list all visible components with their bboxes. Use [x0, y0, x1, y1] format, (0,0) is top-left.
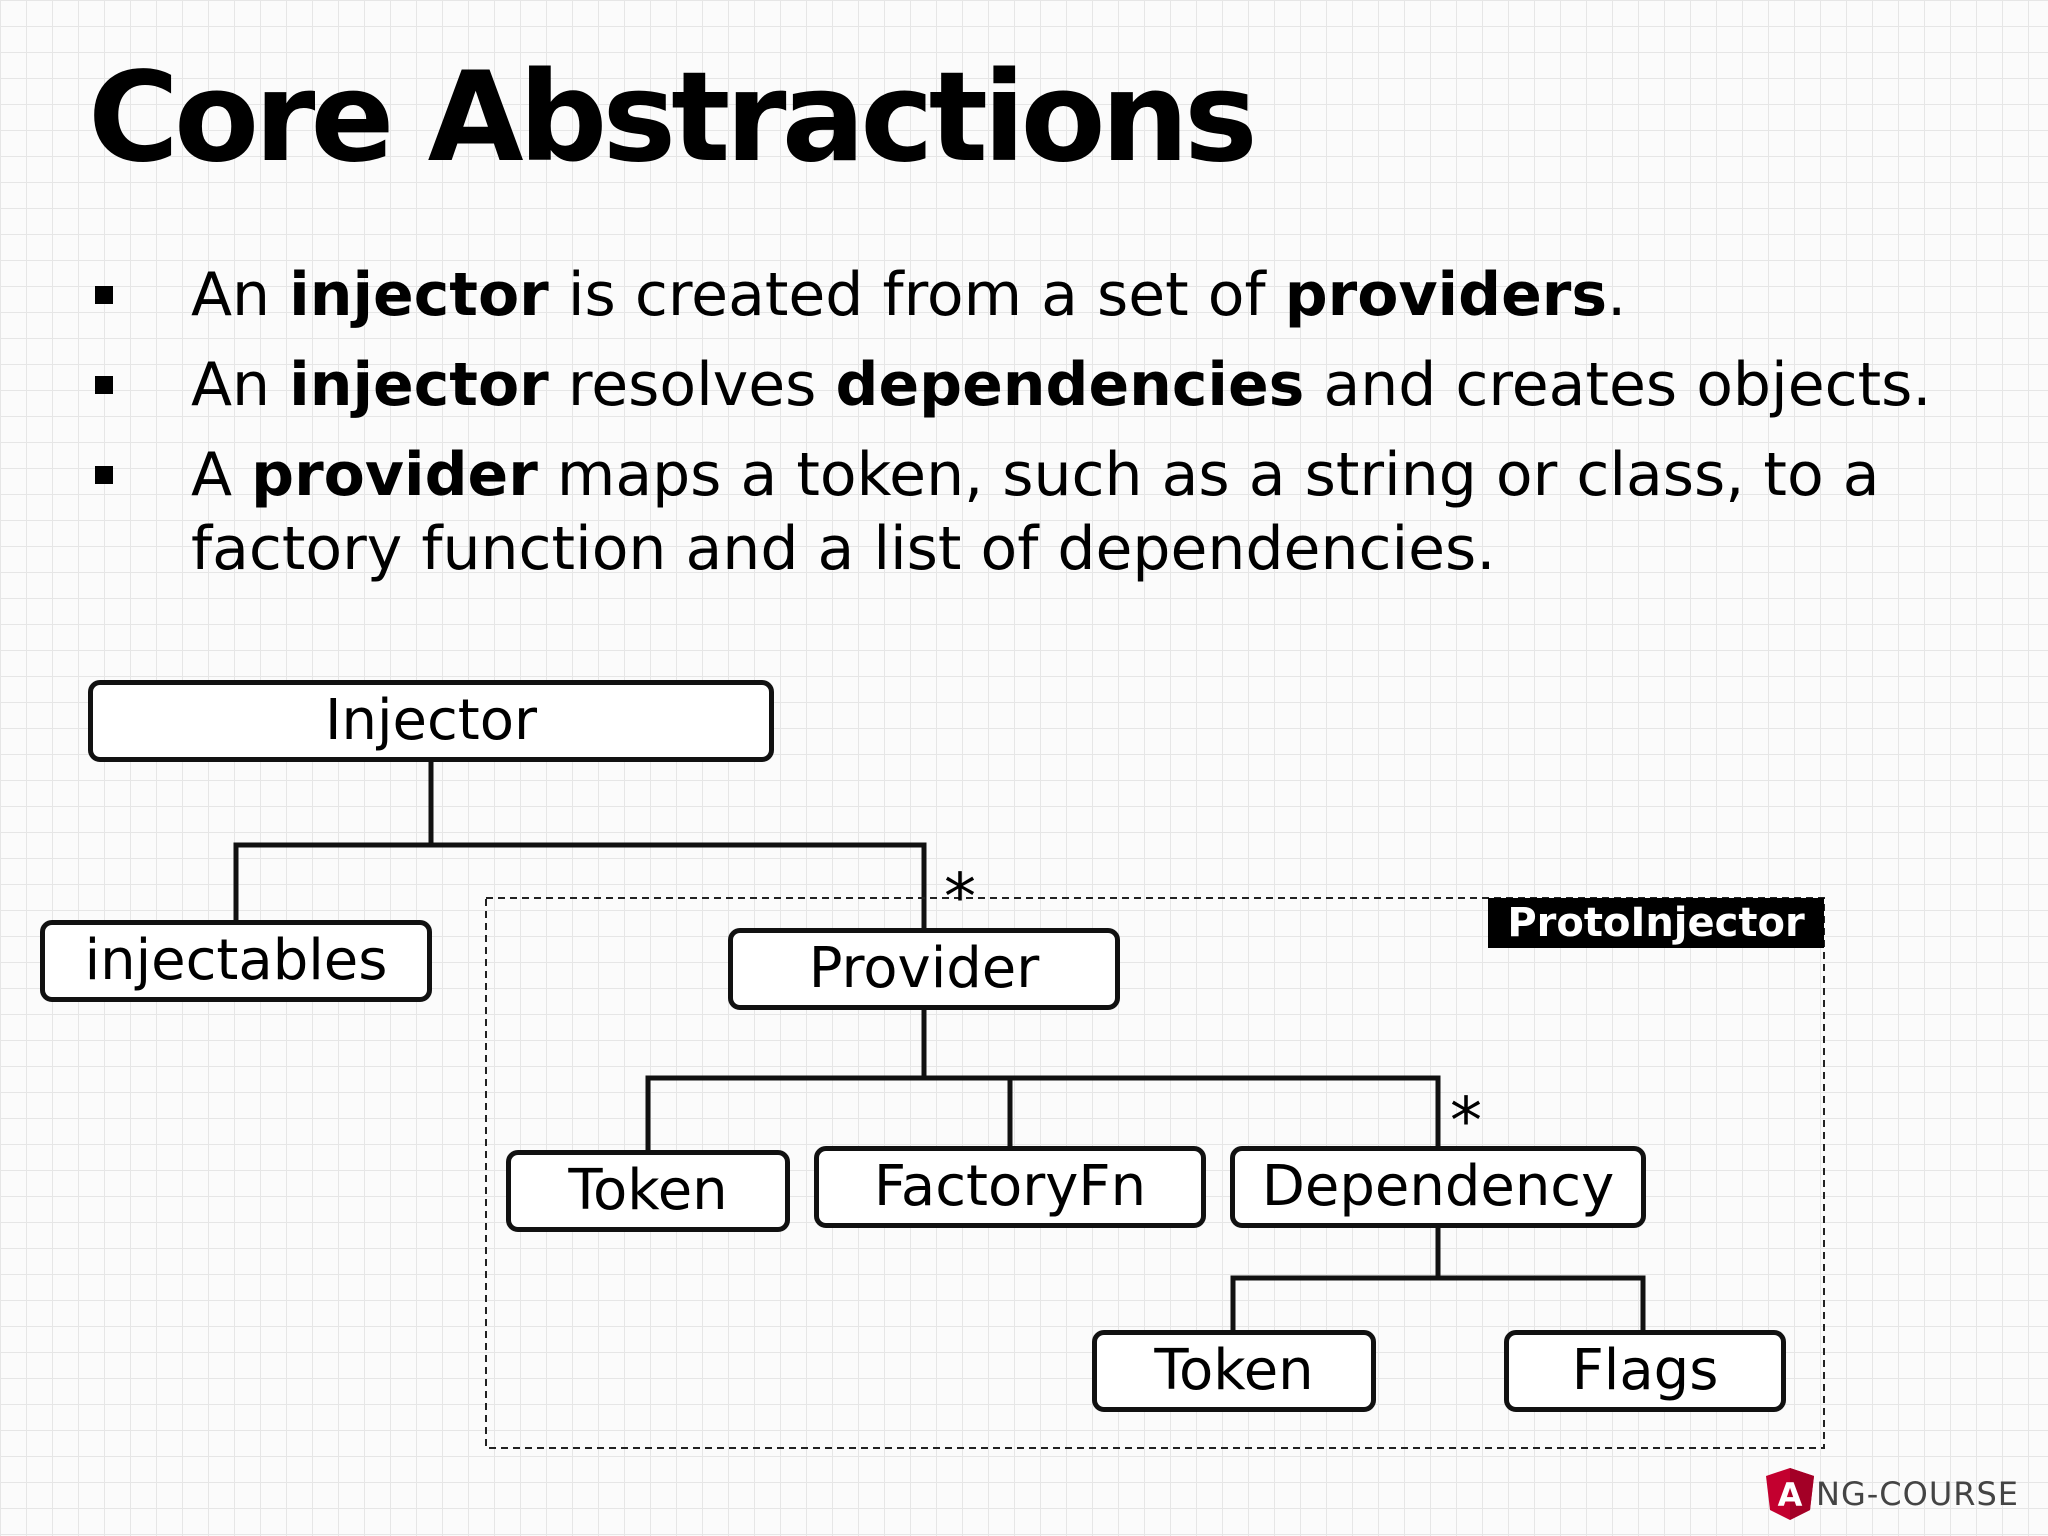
logo-letter: A [1778, 1476, 1803, 1514]
provider-node: Provider [728, 928, 1120, 1010]
bullet-text: A provider maps a token, such as a strin… [191, 440, 1880, 584]
ng-course-logo: A NG-COURSE [1764, 1466, 2019, 1522]
slide-title: Core Abstractions [88, 46, 1258, 190]
injector-node: Injector [88, 680, 774, 762]
bullet-run: An [191, 350, 290, 420]
dep-token-node: Token [1092, 1330, 1376, 1412]
factoryfn-node: FactoryFn [814, 1146, 1206, 1228]
flags-node: Flags [1504, 1330, 1786, 1412]
bullet-list: An injector is created from a set of pro… [88, 258, 1988, 602]
logo-text: NG-COURSE [1816, 1475, 2019, 1513]
bullet-emphasis: injector [289, 350, 549, 420]
bullet-emphasis: injector [289, 260, 549, 330]
dependency-node: Dependency [1230, 1146, 1646, 1228]
bullet-item: An injector resolves dependencies and cr… [88, 348, 1988, 422]
square-bullet-icon [95, 286, 113, 304]
bullet-emphasis: providers [1284, 260, 1608, 330]
bullet-run: resolves [548, 350, 836, 420]
provider-multiplicity: * [944, 861, 976, 935]
bullet-emphasis: provider [251, 440, 538, 510]
bullet-text: An injector resolves dependencies and cr… [191, 350, 1931, 420]
bullet-run: maps a token, such as a string or class,… [191, 440, 1880, 584]
bullet-item: An injector is created from a set of pro… [88, 258, 1988, 332]
bullet-run: and creates objects. [1304, 350, 1932, 420]
bullet-run: A [191, 440, 252, 510]
injectables-node: injectables [40, 920, 432, 1002]
bullet-emphasis: dependencies [835, 350, 1305, 420]
protoinjector-label: ProtoInjector [1488, 898, 1824, 948]
dependency-multiplicity: * [1450, 1085, 1482, 1159]
token-node: Token [506, 1150, 790, 1232]
bullet-item: A provider maps a token, such as a strin… [88, 438, 1988, 586]
bullet-text: An injector is created from a set of pro… [191, 260, 1626, 330]
bullet-run: is created from a set of [548, 260, 1285, 330]
square-bullet-icon [95, 466, 113, 484]
angular-shield-icon: A [1766, 1468, 1814, 1520]
bullet-run: An [191, 260, 290, 330]
protoinjector-boundary [485, 897, 1825, 1449]
square-bullet-icon [95, 376, 113, 394]
bullet-run: . [1607, 260, 1627, 330]
